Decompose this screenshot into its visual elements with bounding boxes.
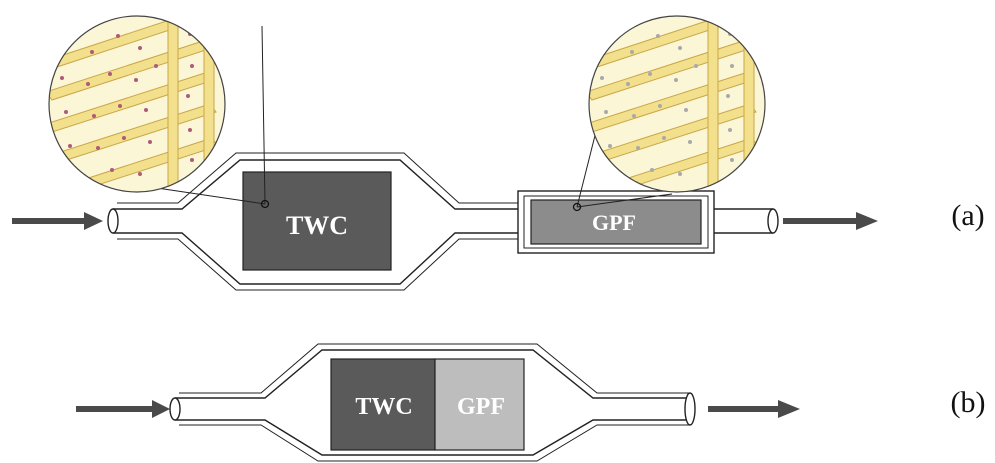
panel-label-a: (a) — [951, 199, 984, 232]
gpf-housing-a — [517, 190, 779, 254]
gpf-magnifier — [572, 15, 766, 212]
outlet-arrow-a — [783, 212, 878, 230]
twc-housing-a — [107, 152, 520, 291]
gpf-label-b: GPF — [457, 394, 505, 420]
diagram-b: TWC GPF (b) — [76, 343, 986, 462]
twc-brick-b — [330, 358, 436, 451]
twc-label-b: TWC — [355, 394, 412, 420]
inlet-arrow-b — [76, 400, 170, 418]
twc-magnifier — [48, 15, 270, 209]
twc-label-a: TWC — [286, 211, 348, 240]
inlet-arrow-a — [12, 212, 103, 230]
gpf-brick-b — [434, 358, 525, 451]
gpf-label-a: GPF — [592, 210, 636, 235]
diagram-a: TWC GPF — [12, 15, 985, 291]
twc-brick-a — [242, 171, 392, 271]
panel-label-b: (b) — [951, 386, 986, 419]
outlet-arrow-b — [708, 400, 800, 418]
combined-housing-b — [169, 343, 696, 462]
